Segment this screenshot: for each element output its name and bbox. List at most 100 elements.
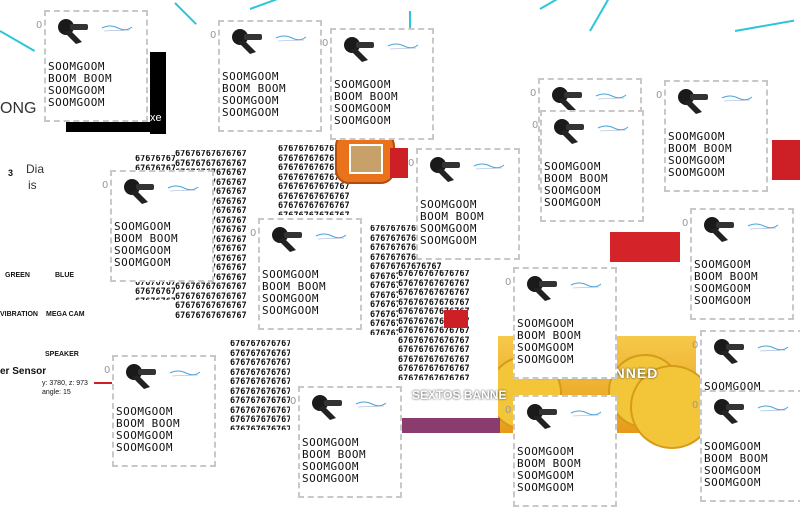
hair-dryer-icon	[232, 29, 262, 54]
pumpkin-image	[335, 132, 395, 184]
panel-subtitle: is	[28, 178, 37, 192]
card-text-line: BOOM BOOM	[222, 82, 287, 95]
card-text-line: SOOMGOOM	[222, 94, 279, 107]
scribble-icon	[275, 35, 307, 42]
cyan-stroke	[734, 19, 795, 32]
card-text-line: SOOMGOOM	[262, 292, 319, 305]
hair-dryer-icon	[430, 157, 460, 182]
scribble-icon	[315, 233, 347, 240]
card-text-line: SOOMGOOM	[668, 130, 725, 143]
label-green: GREEN	[5, 272, 30, 279]
zero-label: 0	[692, 400, 699, 411]
logo-fragment: ONG	[0, 100, 37, 117]
card-text-line: SOOMGOOM	[48, 84, 105, 97]
label-vibration: VIBRATION	[0, 311, 38, 318]
scribble-icon	[101, 25, 133, 32]
card-text-line: SOOMGOOM	[302, 472, 359, 485]
zero-label: 0	[532, 120, 539, 131]
card-text-line: SOOMGOOM	[334, 102, 391, 115]
hair-dryer-icon	[552, 87, 582, 112]
black-bar	[150, 52, 166, 134]
hair-dryer-icon	[124, 179, 154, 204]
sidebar-panel	[0, 125, 120, 433]
card-text-line: SOOMGOOM	[420, 222, 477, 235]
hair-dryer-icon	[126, 364, 156, 389]
card-text-line: SOOMGOOM	[517, 341, 574, 354]
zero-label: 0	[322, 38, 329, 49]
card-text-line: BOOM BOOM	[262, 280, 327, 293]
hair-dryer-icon	[554, 119, 584, 144]
zero-label: 0	[505, 405, 512, 416]
zero-label: 0	[210, 30, 217, 41]
black-bar	[66, 122, 166, 132]
photo-strip	[380, 418, 500, 433]
card-text-line: SOOMGOOM	[704, 380, 761, 393]
card-text-line: SOOMGOOM	[704, 476, 761, 489]
zero-label: 0	[36, 20, 43, 31]
card-text-line: BOOM BOOM	[544, 172, 609, 185]
card-text-line: SOOMGOOM	[420, 198, 477, 211]
card-text-line: SOOMGOOM	[222, 106, 279, 119]
zero-label: 0	[530, 88, 537, 99]
red-shape	[444, 310, 468, 328]
zero-label: 0	[104, 365, 111, 376]
hair-dryer-icon	[527, 404, 557, 429]
sensor-title: er Sensor	[0, 366, 47, 377]
cyan-stroke	[249, 0, 279, 10]
card-text-line: SOOMGOOM	[668, 154, 725, 167]
card-text-line: SOOMGOOM	[517, 481, 574, 494]
scribble-icon	[747, 223, 779, 230]
zero-label: 0	[250, 228, 257, 239]
cyan-stroke	[174, 2, 197, 25]
scribble-icon	[757, 345, 789, 352]
card-text-line: SOOMGOOM	[114, 220, 171, 233]
label-blue: BLUE	[55, 272, 75, 279]
card-text-line: BOOM BOOM	[334, 90, 399, 103]
scribble-icon	[169, 370, 201, 377]
card-text-line: BOOM BOOM	[517, 329, 582, 342]
sensor-line-2: angle: 15	[42, 389, 71, 396]
card-text-line: SOOMGOOM	[420, 234, 477, 247]
scribble-icon	[387, 43, 419, 50]
scribble-icon	[167, 185, 199, 192]
red-creature-image	[610, 232, 680, 262]
card-text-line: SOOMGOOM	[114, 256, 171, 269]
card-text-line: SOOMGOOM	[48, 60, 105, 73]
card-text-line: SOOMGOOM	[544, 160, 601, 173]
card-text-line: SOOMGOOM	[544, 184, 601, 197]
banner-text-partial: SEXTOS BANNE	[412, 388, 507, 402]
card-text-line: BOOM BOOM	[116, 417, 181, 430]
zero-label: 0	[692, 340, 699, 351]
red-shape	[94, 382, 116, 384]
hair-dryer-icon	[714, 399, 744, 424]
zero-label: 0	[656, 90, 663, 101]
card-text-line: BOOM BOOM	[420, 210, 485, 223]
card-text-line: SOOMGOOM	[668, 166, 725, 179]
card-text-line: SOOMGOOM	[517, 317, 574, 330]
card-text-line: SOOMGOOM	[694, 294, 751, 307]
card-text-line: BOOM BOOM	[48, 72, 113, 85]
hair-dryer-icon	[344, 37, 374, 62]
cat-picture	[349, 144, 383, 174]
card-text-line: SOOMGOOM	[262, 304, 319, 317]
card-text-line: SOOMGOOM	[222, 70, 279, 83]
scribble-icon	[757, 405, 789, 412]
zero-label: 0	[682, 218, 689, 229]
sensor-line-1: y: 3780, z: 973	[42, 380, 88, 387]
cyan-stroke	[0, 30, 36, 52]
scribble-icon	[597, 125, 629, 132]
hair-dryer-icon	[312, 395, 342, 420]
hair-dryer-icon	[527, 276, 557, 301]
hair-dryer-icon	[272, 227, 302, 252]
